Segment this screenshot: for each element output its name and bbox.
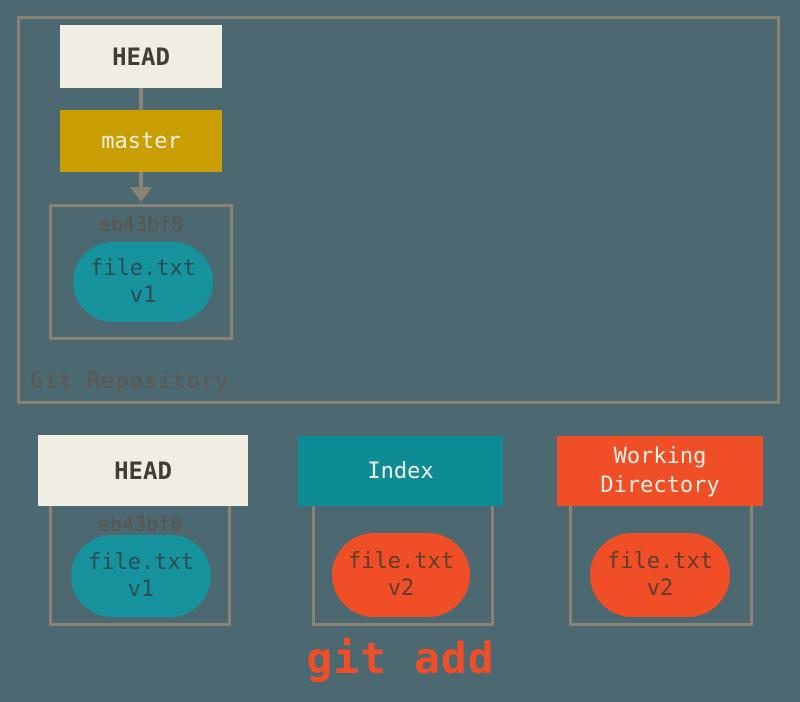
index-column-header: Index: [298, 436, 503, 506]
head-commit-id-label: eb43bf8: [97, 512, 183, 536]
file-version: v2: [646, 576, 674, 601]
commit-id-label: eb43bf8: [98, 212, 184, 236]
working-directory-title: Working Directory: [600, 444, 720, 498]
commit-box: eb43bf8 file.txt v1: [49, 204, 233, 340]
head-column-box: eb43bf8 file.txt v1: [49, 506, 231, 626]
working-directory-header: Working Directory: [557, 436, 763, 506]
file-name: file.txt: [90, 256, 196, 281]
git-repository-label: Git Repository: [30, 369, 230, 394]
head-file-blob: file.txt v1: [71, 535, 211, 617]
git-repository-box: Git Repository: [17, 16, 780, 404]
master-branch-box: master: [60, 110, 222, 172]
head-column-header: HEAD: [38, 435, 248, 506]
index-file-blob: file.txt v2: [332, 533, 470, 617]
master-branch-label: master: [101, 128, 181, 154]
index-column-title: Index: [367, 458, 434, 484]
file-version: v1: [127, 577, 155, 602]
head-pointer-label: HEAD: [112, 42, 170, 71]
head-pointer-box: HEAD: [60, 25, 222, 88]
file-name: file.txt: [607, 549, 713, 574]
master-to-commit-connector: [139, 172, 143, 187]
file-name: file.txt: [88, 550, 194, 575]
file-version: v1: [129, 283, 157, 308]
file-name: file.txt: [348, 549, 454, 574]
working-directory-box: file.txt v2: [569, 506, 753, 626]
head-column-title: HEAD: [114, 456, 172, 485]
arrowhead-down-icon: [130, 187, 152, 202]
file-version: v2: [387, 576, 415, 601]
working-directory-file-blob: file.txt v2: [590, 533, 730, 617]
git-add-command-label: git add: [306, 634, 495, 684]
index-column-box: file.txt v2: [312, 506, 494, 626]
commit-file-blob: file.txt v1: [73, 242, 213, 322]
head-to-master-connector: [139, 88, 143, 110]
